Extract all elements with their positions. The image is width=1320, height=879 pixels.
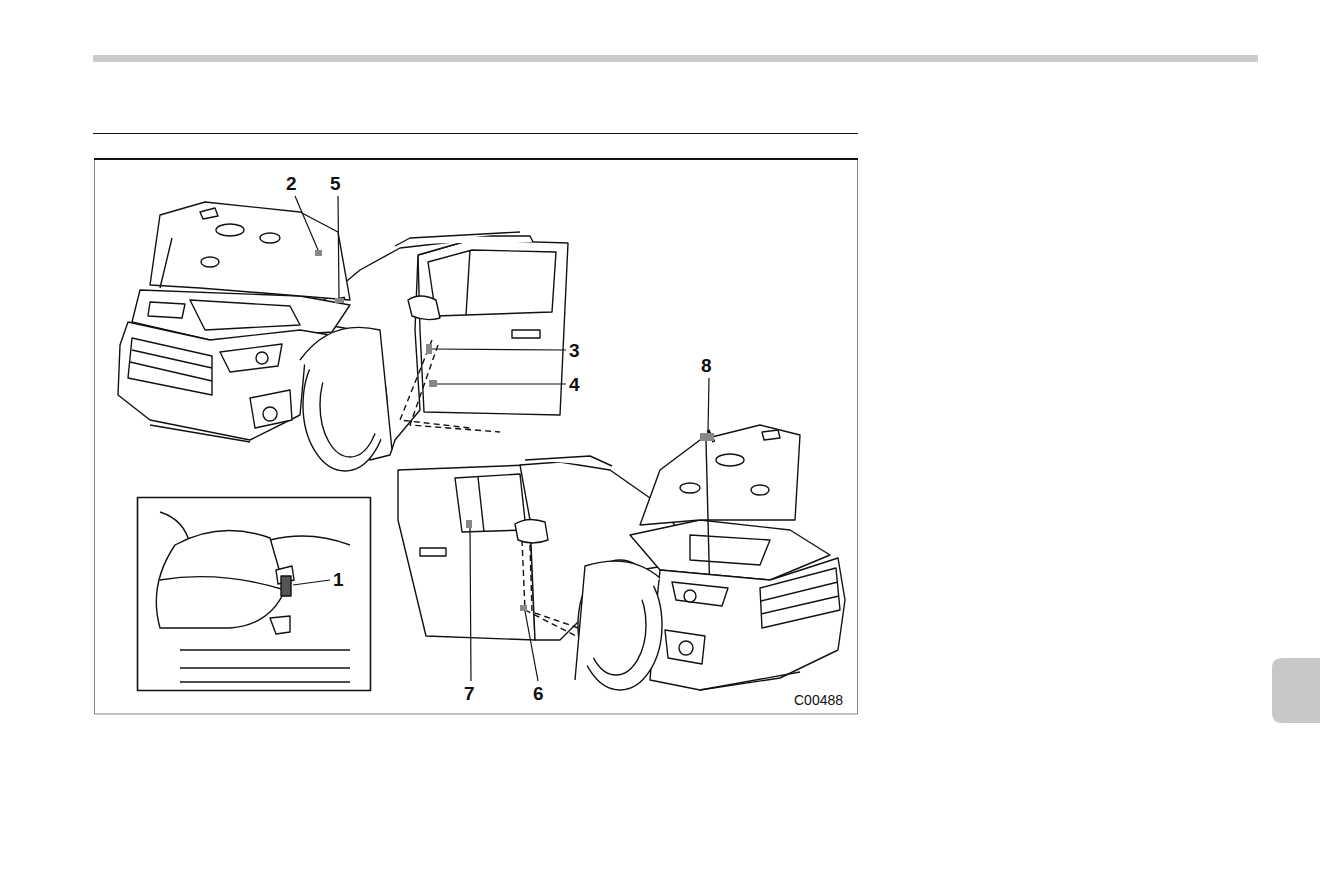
callout-number: 3	[569, 341, 580, 360]
section-tab	[1272, 658, 1320, 723]
callout-number: 6	[533, 684, 544, 703]
header-bar	[93, 55, 1258, 62]
car-front-left	[118, 202, 568, 471]
figure-frame	[95, 159, 858, 714]
figure-code: C00488	[794, 693, 843, 707]
leader-lines	[293, 196, 709, 681]
rule	[93, 133, 858, 134]
callout-number: 1	[333, 570, 344, 589]
seat-detail	[156, 512, 350, 682]
inset-frame	[138, 498, 371, 691]
callout-number: 4	[569, 375, 580, 394]
car-front-right	[398, 425, 845, 690]
callout-number: 2	[286, 174, 297, 193]
callout-number: 7	[464, 684, 475, 703]
figure-top-rule	[94, 158, 858, 160]
callout-number: 8	[701, 356, 712, 375]
callout-number: 5	[330, 174, 341, 193]
